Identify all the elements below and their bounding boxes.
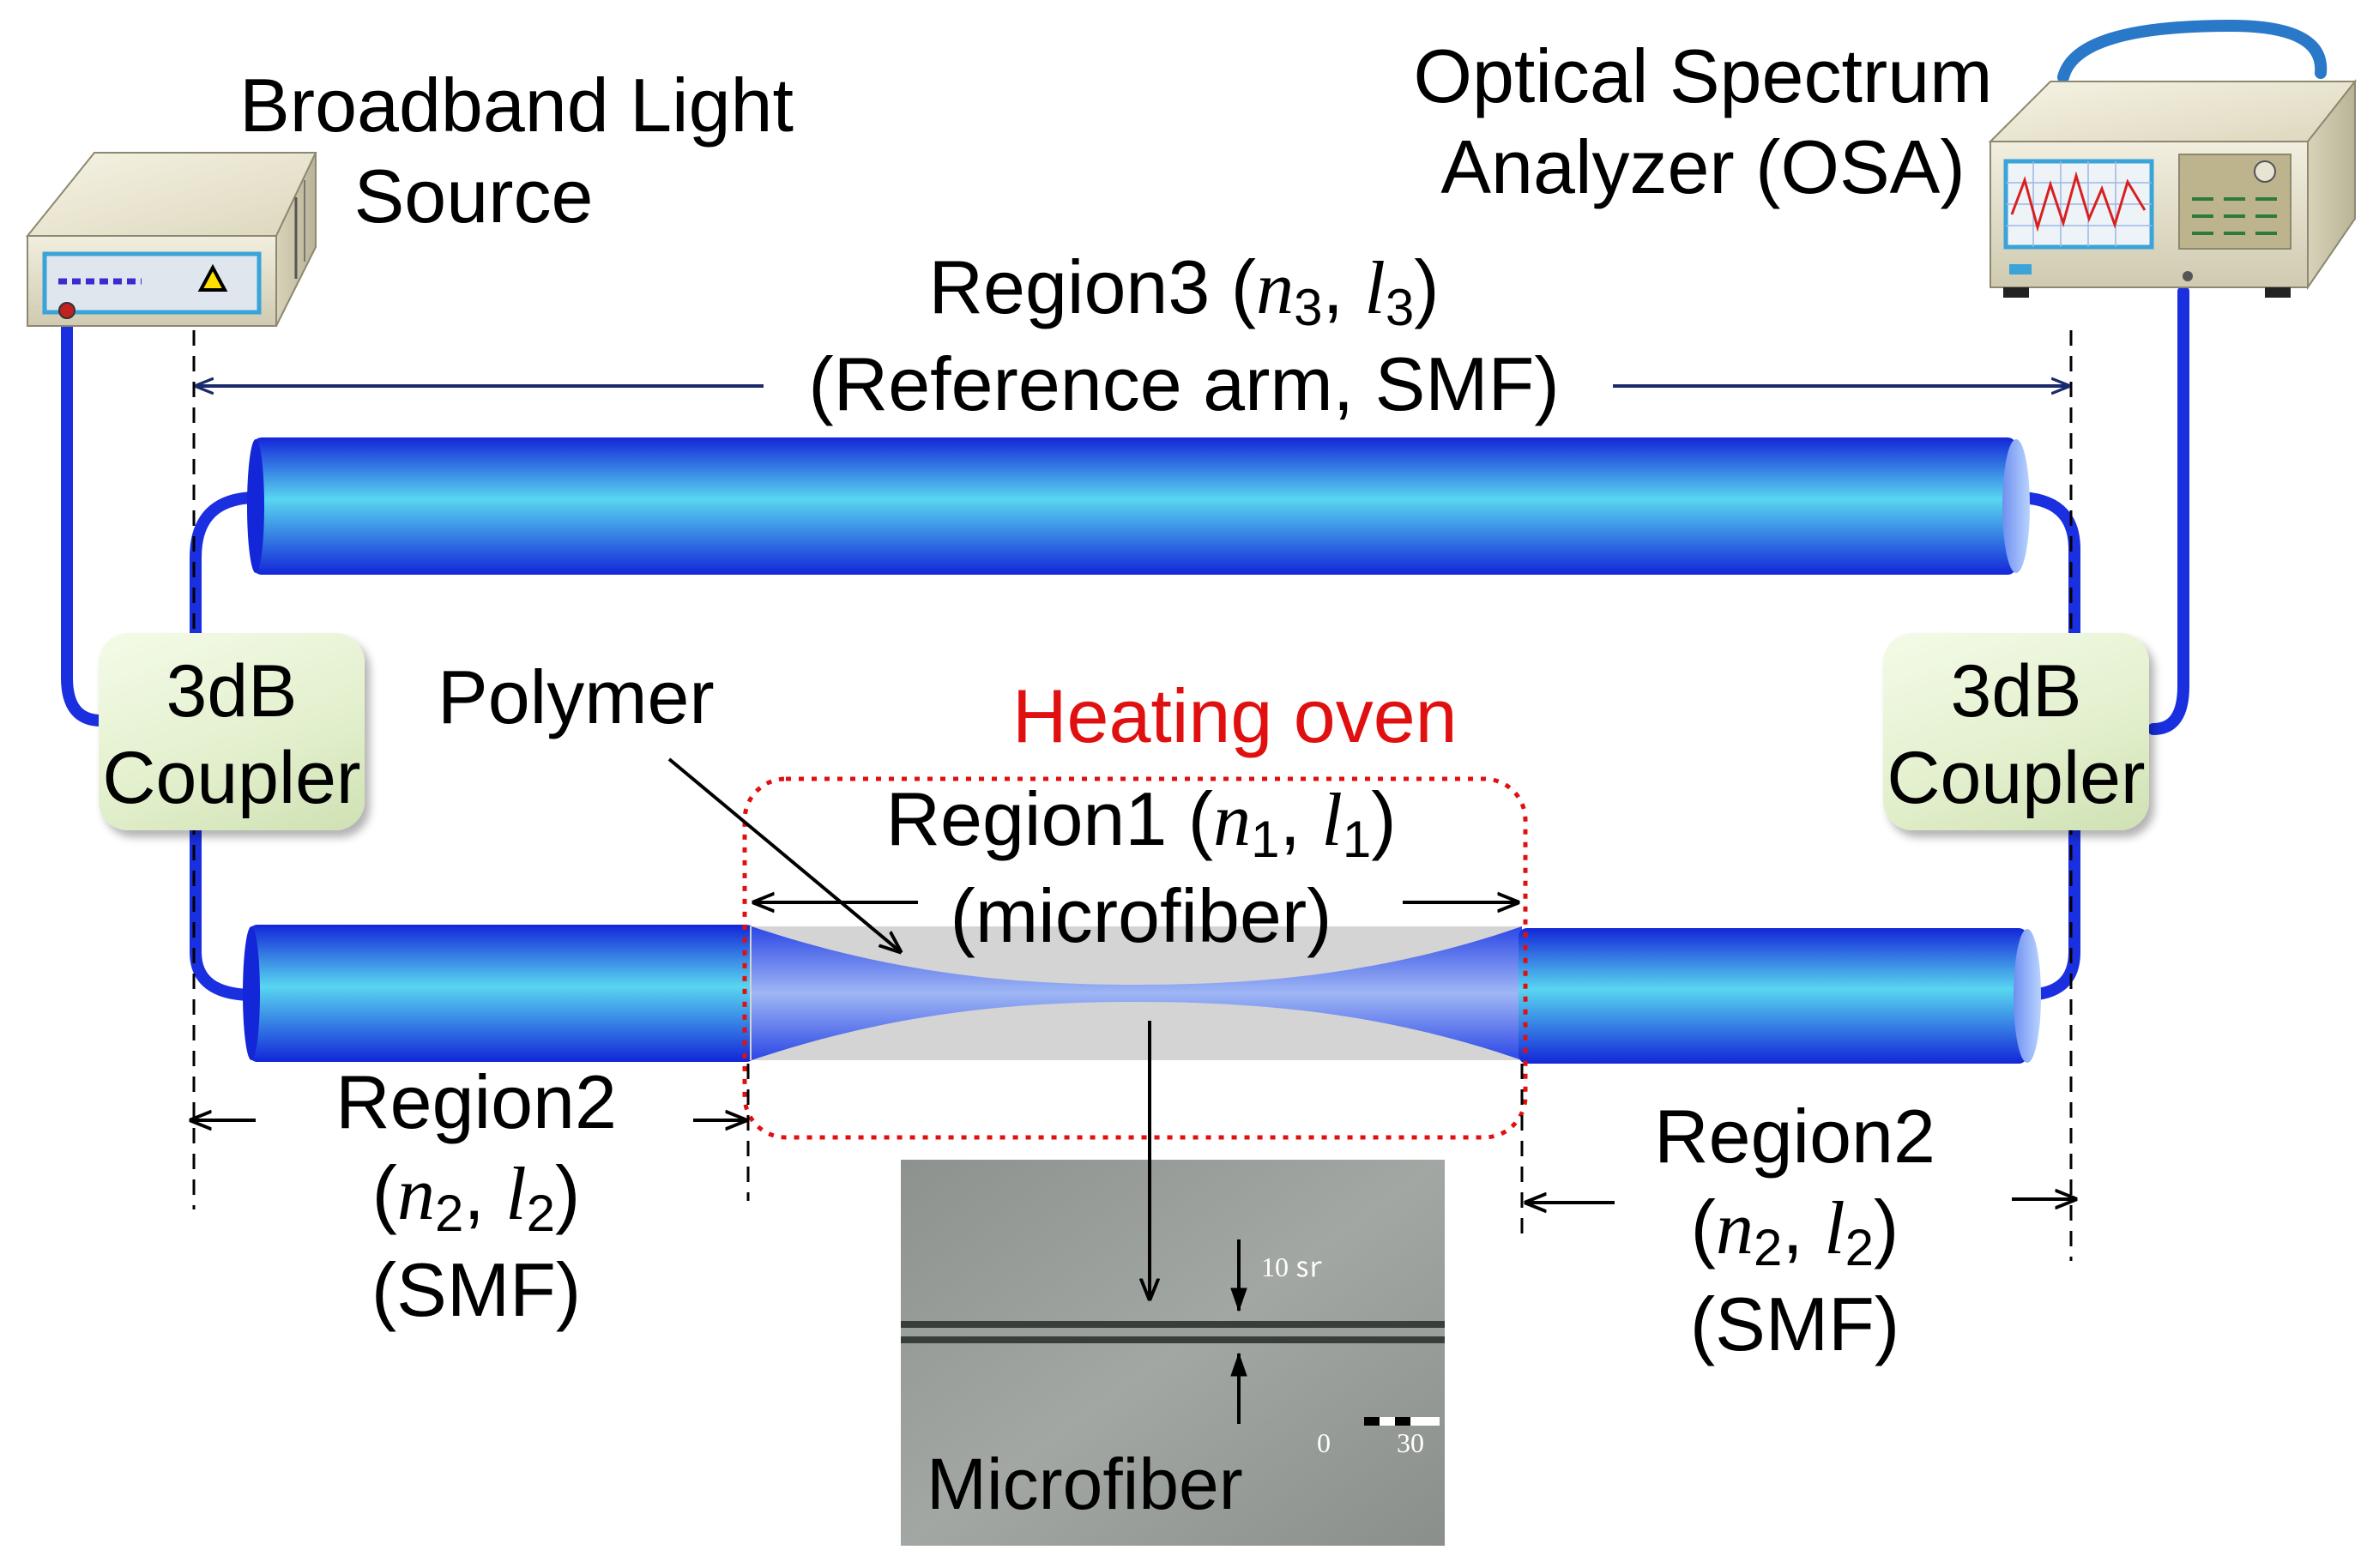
- region3-l-symbol: l: [1364, 247, 1386, 330]
- region2-left-desc: (SMF): [371, 1246, 582, 1332]
- scale-bar: [1364, 1417, 1440, 1426]
- polymer-label: Polymer: [438, 654, 715, 739]
- region2-right-params: (n2, l2): [1690, 1184, 1899, 1276]
- region2-left-n-symbol: n: [396, 1152, 435, 1236]
- osa-label-line1: Optical Spectrum: [1413, 33, 1993, 118]
- region1-title: Region1 (n1, l1): [885, 776, 1397, 868]
- region1-n-subscript: 1: [1251, 811, 1280, 868]
- microfiber-micrograph: [901, 1160, 1445, 1546]
- region1-n-symbol: n: [1213, 779, 1252, 862]
- region3-title: Region3 (n3, l3): [928, 244, 1440, 336]
- light-source-label-line2: Source: [353, 153, 594, 238]
- osa-label: Optical Spectrum Analyzer (OSA): [1394, 31, 2012, 212]
- region1-name: Region1: [885, 776, 1168, 861]
- reference-arm-fiber: [247, 437, 2030, 575]
- connecting-fibers: [61, 286, 2189, 1001]
- heating-oven-label: Heating oven: [1012, 673, 1458, 758]
- region2-right-n-symbol: n: [1715, 1186, 1754, 1270]
- region2-right-n-subscript: 2: [1753, 1218, 1783, 1276]
- sensing-arm-left-smf: [243, 925, 755, 1062]
- region2-left-l-subscript: 2: [526, 1184, 556, 1242]
- region3-name: Region3: [928, 244, 1211, 329]
- region2-right-desc: (SMF): [1689, 1281, 1900, 1366]
- coupler-right: 3dB Coupler: [1883, 633, 2149, 830]
- region2-right-l-subscript: 2: [1845, 1218, 1875, 1276]
- region2-right-name: Region2: [1654, 1094, 1935, 1179]
- region1-desc: (microfiber): [950, 873, 1332, 958]
- region2-right-dimension-arrows: [1525, 1199, 2076, 1203]
- region3-l-subscript: 3: [1385, 279, 1415, 336]
- coupler-left: 3dB Coupler: [99, 633, 365, 830]
- inset-scale-end: 30: [1397, 1427, 1424, 1458]
- coupler-right-line2: Coupler: [1887, 737, 2146, 820]
- region2-right-label: Region2 (n2, l2) (SMF): [1623, 1091, 1966, 1369]
- inset-scale-text: 10 ㏛: [1261, 1251, 1324, 1282]
- polymer-pointer-arrow: [667, 757, 901, 952]
- coupler-right-line1: 3dB: [1950, 650, 2082, 733]
- coupler-left-line2: Coupler: [102, 737, 361, 820]
- region3-n-symbol: n: [1256, 247, 1295, 330]
- region2-right-l-symbol: l: [1824, 1186, 1845, 1270]
- region3-desc: (Reference arm, SMF): [808, 341, 1560, 426]
- region2-left-l-symbol: l: [505, 1152, 527, 1236]
- region3-n-subscript: 3: [1294, 279, 1323, 336]
- sensing-arm-right-smf: [1519, 928, 2041, 1064]
- region3-label: Region3 (n3, l3) (Reference arm, SMF): [755, 242, 1613, 430]
- heating-oven-outline: [742, 776, 1528, 1140]
- region2-left-label: Region2 (n2, l2) (SMF): [305, 1057, 648, 1335]
- light-source-label: Broadband Light Source: [225, 60, 808, 241]
- region2-left-name: Region2: [335, 1059, 617, 1144]
- inset-scale-start: 0: [1317, 1427, 1331, 1458]
- osa-label-line2: Analyzer (OSA): [1440, 124, 1965, 209]
- light-source-device: [25, 152, 317, 327]
- osa-device: [1988, 19, 2358, 298]
- inset-caption: Microfiber: [927, 1444, 1243, 1524]
- region2-left-n-subscript: 2: [434, 1184, 464, 1242]
- region1-l-subscript: 1: [1342, 811, 1372, 868]
- light-source-label-line1: Broadband Light: [239, 63, 794, 148]
- region1-label: Region1 (n1, l1) (microfiber): [841, 774, 1441, 962]
- region2-left-params: (n2, l2): [371, 1149, 581, 1242]
- coupler-left-line1: 3dB: [166, 650, 298, 733]
- region1-l-symbol: l: [1321, 779, 1343, 862]
